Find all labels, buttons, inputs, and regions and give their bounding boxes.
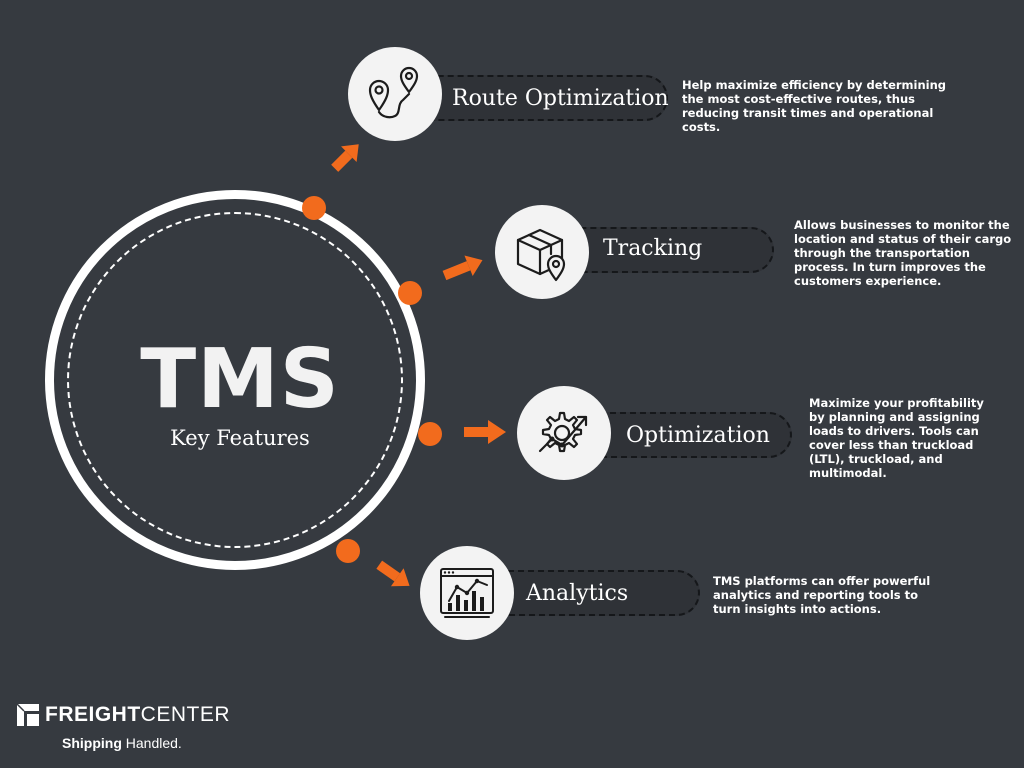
feature-icon-circle-route (348, 47, 442, 141)
brand-tagline-bold: Shipping (62, 735, 122, 751)
brand-tagline: Shipping Handled. (62, 735, 182, 751)
feature-label-analytics: Analytics (526, 581, 629, 606)
brand-tagline-regular: Handled. (125, 735, 182, 751)
arrow-tracking-icon (442, 255, 483, 281)
analytics-chart-icon (440, 568, 494, 618)
feature-desc-tracking: Allows businesses to monitor the locatio… (794, 218, 1012, 288)
brand-name-regular: CENTER (140, 703, 231, 726)
arrow-analytics-icon (376, 560, 410, 587)
hub-outer-ring (45, 190, 425, 570)
arrow-route-icon (331, 144, 359, 172)
package-location-icon (516, 228, 566, 282)
feature-label-optimization: Optimization (626, 423, 770, 448)
feature-desc-optimization: Maximize your profitability by planning … (809, 396, 984, 480)
feature-icon-circle-optimization (517, 386, 611, 480)
freightcenter-logo-icon (16, 703, 39, 726)
feature-icon-circle-analytics (420, 546, 514, 640)
feature-desc-analytics: TMS platforms can offer powerful analyti… (713, 574, 931, 616)
feature-desc-route: Help maximize efficiency by determining … (682, 78, 947, 134)
hub-subtitle: Key Features (170, 426, 310, 450)
arrow-optimization-icon (464, 420, 506, 444)
brand-name: FREIGHTCENTER (45, 703, 230, 727)
feature-label-tracking: Tracking (603, 236, 703, 261)
feature-icon-circle-tracking (495, 205, 589, 299)
connector-dot-route (302, 196, 326, 220)
connector-dot-tracking (398, 281, 422, 305)
connector-dot-optimization (418, 422, 442, 446)
brand-name-bold: FREIGHT (45, 703, 141, 726)
hub-inner-dashed-ring (67, 212, 403, 548)
hub-title: TMS (140, 332, 340, 427)
route-pins-icon (368, 66, 419, 119)
feature-pill-route (398, 75, 668, 121)
gear-growth-icon (538, 411, 588, 453)
connector-dot-analytics (336, 539, 360, 563)
feature-label-route: Route Optimization (452, 86, 669, 111)
